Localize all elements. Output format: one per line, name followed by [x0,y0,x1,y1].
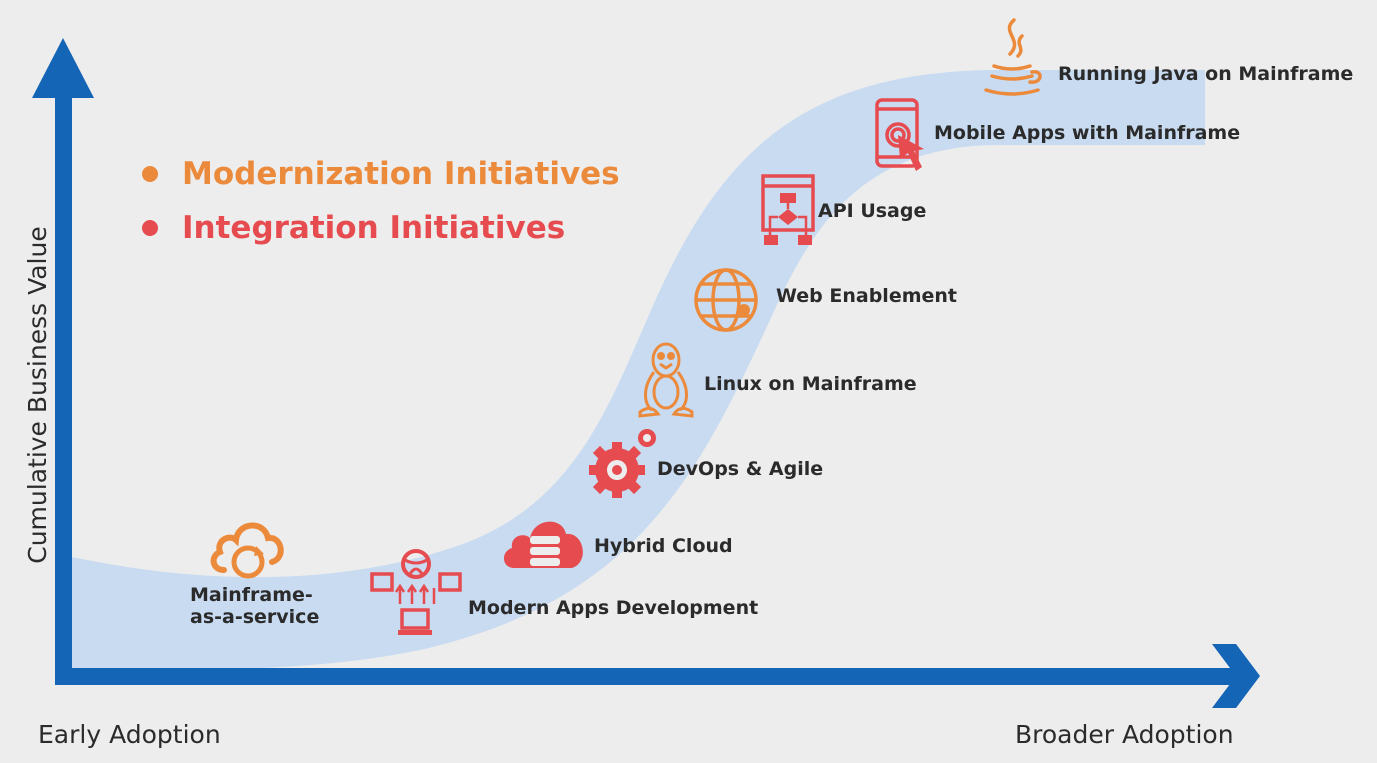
x-axis-arrowhead [1212,644,1260,708]
flowchart-icon [761,174,815,245]
milestone-running-java: Running Java on Mainframe [1058,63,1354,85]
milestone-linux-on-mainframe: Linux on Mainframe [704,373,917,395]
legend-label-integration: Integration Initiatives [182,210,566,246]
milestone-hybrid-cloud: Hybrid Cloud [594,535,733,557]
milestone-label-line2: as-a-service [190,605,320,628]
x-axis-start-label: Early Adoption [38,720,221,749]
java-cup-icon [984,18,1042,96]
y-axis-label: Cumulative Business Value [23,226,52,564]
adoption-band [72,70,1205,670]
legend-dot-modernization [142,166,158,182]
legend-dot-integration [142,220,158,236]
distributed-apps-icon [370,549,462,635]
y-axis-line [55,80,72,685]
mobile-touch-icon [875,98,924,171]
milestone-label-line1: Mainframe- [190,584,313,606]
milestone-modern-apps-development: Modern Apps Development [468,597,759,619]
legend-integration: Integration Initiatives [142,210,565,246]
milestone-mainframe-as-a-service: Mainframe- as-a-service [190,584,320,629]
cloud-refresh-icon [210,522,284,579]
globe-icon [694,268,758,332]
gears-icon [589,429,656,498]
legend-label-modernization: Modernization Initiatives [182,156,620,192]
x-axis-line [55,668,1240,685]
milestone-web-enablement: Web Enablement [776,285,958,307]
y-axis-arrowhead [32,38,94,98]
milestone-mobile-apps: Mobile Apps with Mainframe [934,122,1241,144]
penguin-icon [638,342,694,418]
x-axis-end-label: Broader Adoption [1015,720,1234,749]
legend-modernization: Modernization Initiatives [142,156,620,192]
cloud-server-icon [503,521,583,568]
milestone-api-usage: API Usage [818,200,927,222]
milestone-devops-agile: DevOps & Agile [657,458,824,480]
